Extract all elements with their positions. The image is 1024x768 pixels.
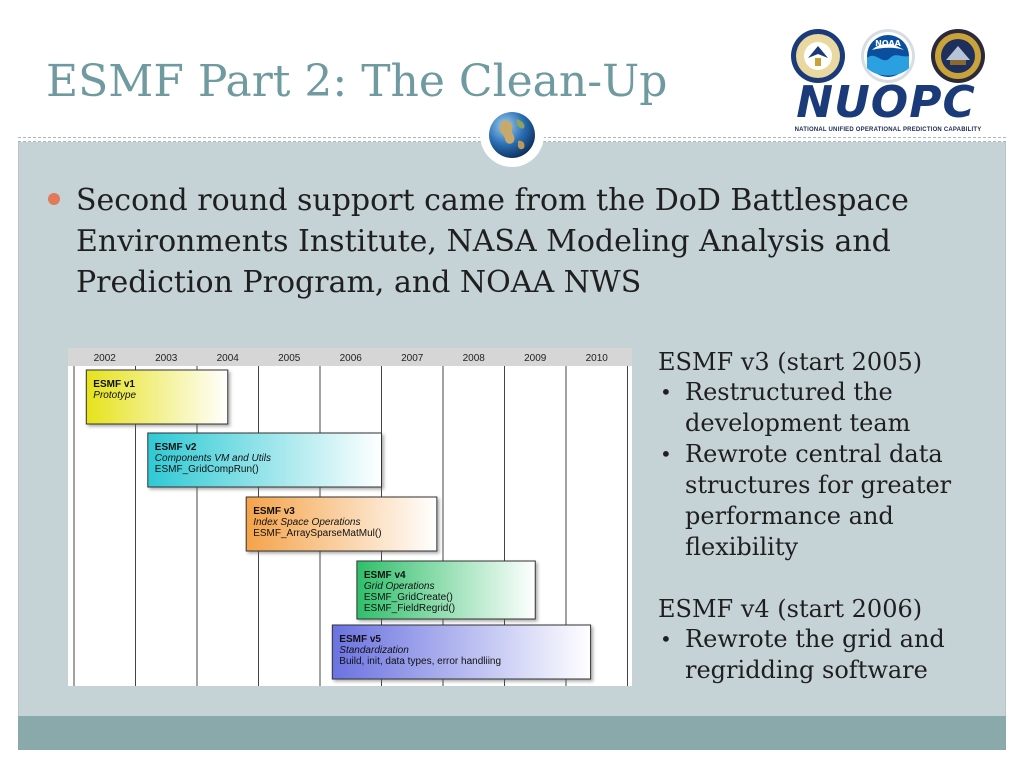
svg-text:NOAA: NOAA <box>875 39 901 48</box>
task-bar-rect <box>85 369 229 425</box>
year-tick-label: 2006 <box>340 353 363 364</box>
v4-list: Rewrote the grid and regridding software <box>658 624 958 686</box>
version-notes: ESMF v3 (start 2005) Restructured the de… <box>658 347 958 686</box>
year-tick-label: 2009 <box>524 353 547 364</box>
task-detail: Build, init, data types, error handliing <box>339 656 501 667</box>
v3-item: Rewrote central data structures for grea… <box>658 439 958 563</box>
task-subtitle: Prototype <box>93 390 136 401</box>
task-detail: ESMF_FieldRegrid() <box>364 603 455 614</box>
task-detail: ESMF_ArraySparseMatMul() <box>253 528 381 539</box>
year-tick-label: 2005 <box>278 353 301 364</box>
task-subtitle: Grid Operations <box>364 581 435 592</box>
year-tick-label: 2002 <box>94 353 117 364</box>
year-header <box>68 348 632 366</box>
task-bar-rect <box>331 624 592 680</box>
task-detail: ESMF_GridCompRun() <box>155 464 259 475</box>
task-subtitle: Standardization <box>339 645 409 656</box>
task-bar-rect <box>245 496 438 552</box>
timeline-svg: 2002 2003 2004 2005 2006 2007 2008 2009 2010ESMF… <box>68 348 632 686</box>
navy-seal-icon <box>931 29 985 83</box>
task-name: ESMF v1 <box>93 379 135 390</box>
year-tick-label: 2008 <box>463 353 486 364</box>
task-bar-rect <box>356 560 536 620</box>
task-name: ESMF v2 <box>155 442 197 453</box>
v3-list: Restructured the development team Rewrot… <box>658 377 958 563</box>
nuopc-tagline: NATIONAL UNIFIED OPERATIONAL PREDICTION … <box>794 127 982 133</box>
task-subtitle: Components VM and Utils <box>155 453 271 464</box>
noaa-seal-icon: NOAA <box>861 29 915 83</box>
task-name: ESMF v4 <box>364 570 406 581</box>
v3-item: Restructured the development team <box>658 377 958 439</box>
task-name: ESMF v5 <box>339 634 381 645</box>
air-force-seal-icon <box>791 29 845 83</box>
year-tick-label: 2010 <box>586 353 609 364</box>
footer-band <box>18 716 1006 750</box>
nuopc-logo: NOAA NUOPC NATIONAL UNIFIED OPERATIONAL … <box>786 28 986 138</box>
v4-item: Rewrote the grid and regridding software <box>658 624 958 686</box>
task-subtitle: Index Space Operations <box>253 517 360 528</box>
task-detail: ESMF_GridCreate() <box>364 592 453 603</box>
task-bar-rect <box>147 432 382 488</box>
year-tick-label: 2004 <box>217 353 240 364</box>
v3-heading: ESMF v3 (start 2005) <box>658 348 923 376</box>
bullet-dot-icon <box>48 193 60 205</box>
slide-title: ESMF Part 2: The Clean-Up <box>46 56 668 107</box>
task-name: ESMF v3 <box>253 506 295 517</box>
nuopc-wordmark: NUOPC <box>796 77 976 128</box>
year-tick-label: 2007 <box>401 353 424 364</box>
year-tick-label: 2003 <box>155 353 178 364</box>
v4-heading: ESMF v4 (start 2006) <box>658 595 923 623</box>
globe-icon <box>489 112 535 158</box>
main-bullet-text: Second round support came from the DoD B… <box>76 183 909 300</box>
